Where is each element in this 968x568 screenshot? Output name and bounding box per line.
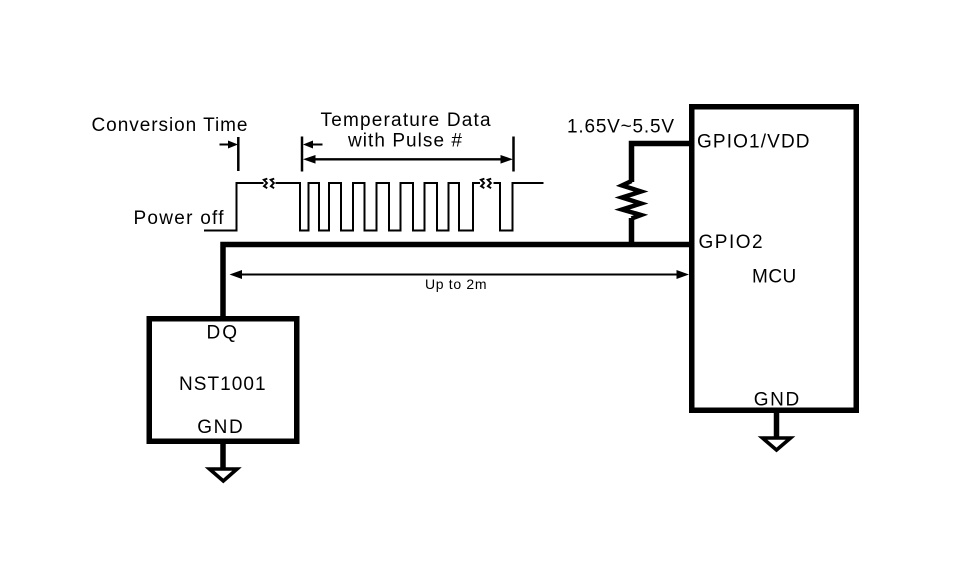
svg-text:Power off: Power off bbox=[134, 208, 225, 229]
svg-text:GPIO1/VDD: GPIO1/VDD bbox=[697, 132, 811, 153]
svg-text:1.65V~5.5V: 1.65V~5.5V bbox=[567, 117, 675, 138]
svg-text:Conversion Time: Conversion Time bbox=[92, 115, 249, 136]
svg-text:DQ: DQ bbox=[207, 323, 240, 344]
svg-text:GPIO2: GPIO2 bbox=[699, 232, 765, 253]
svg-text:with Pulse #: with Pulse # bbox=[347, 130, 463, 151]
svg-text:GND: GND bbox=[754, 390, 801, 411]
svg-text:NST1001: NST1001 bbox=[179, 374, 267, 395]
svg-text:GND: GND bbox=[197, 417, 244, 438]
svg-text:MCU: MCU bbox=[752, 267, 797, 288]
svg-text:Temperature Data: Temperature Data bbox=[321, 110, 492, 131]
svg-text:Up to 2m: Up to 2m bbox=[425, 276, 487, 292]
